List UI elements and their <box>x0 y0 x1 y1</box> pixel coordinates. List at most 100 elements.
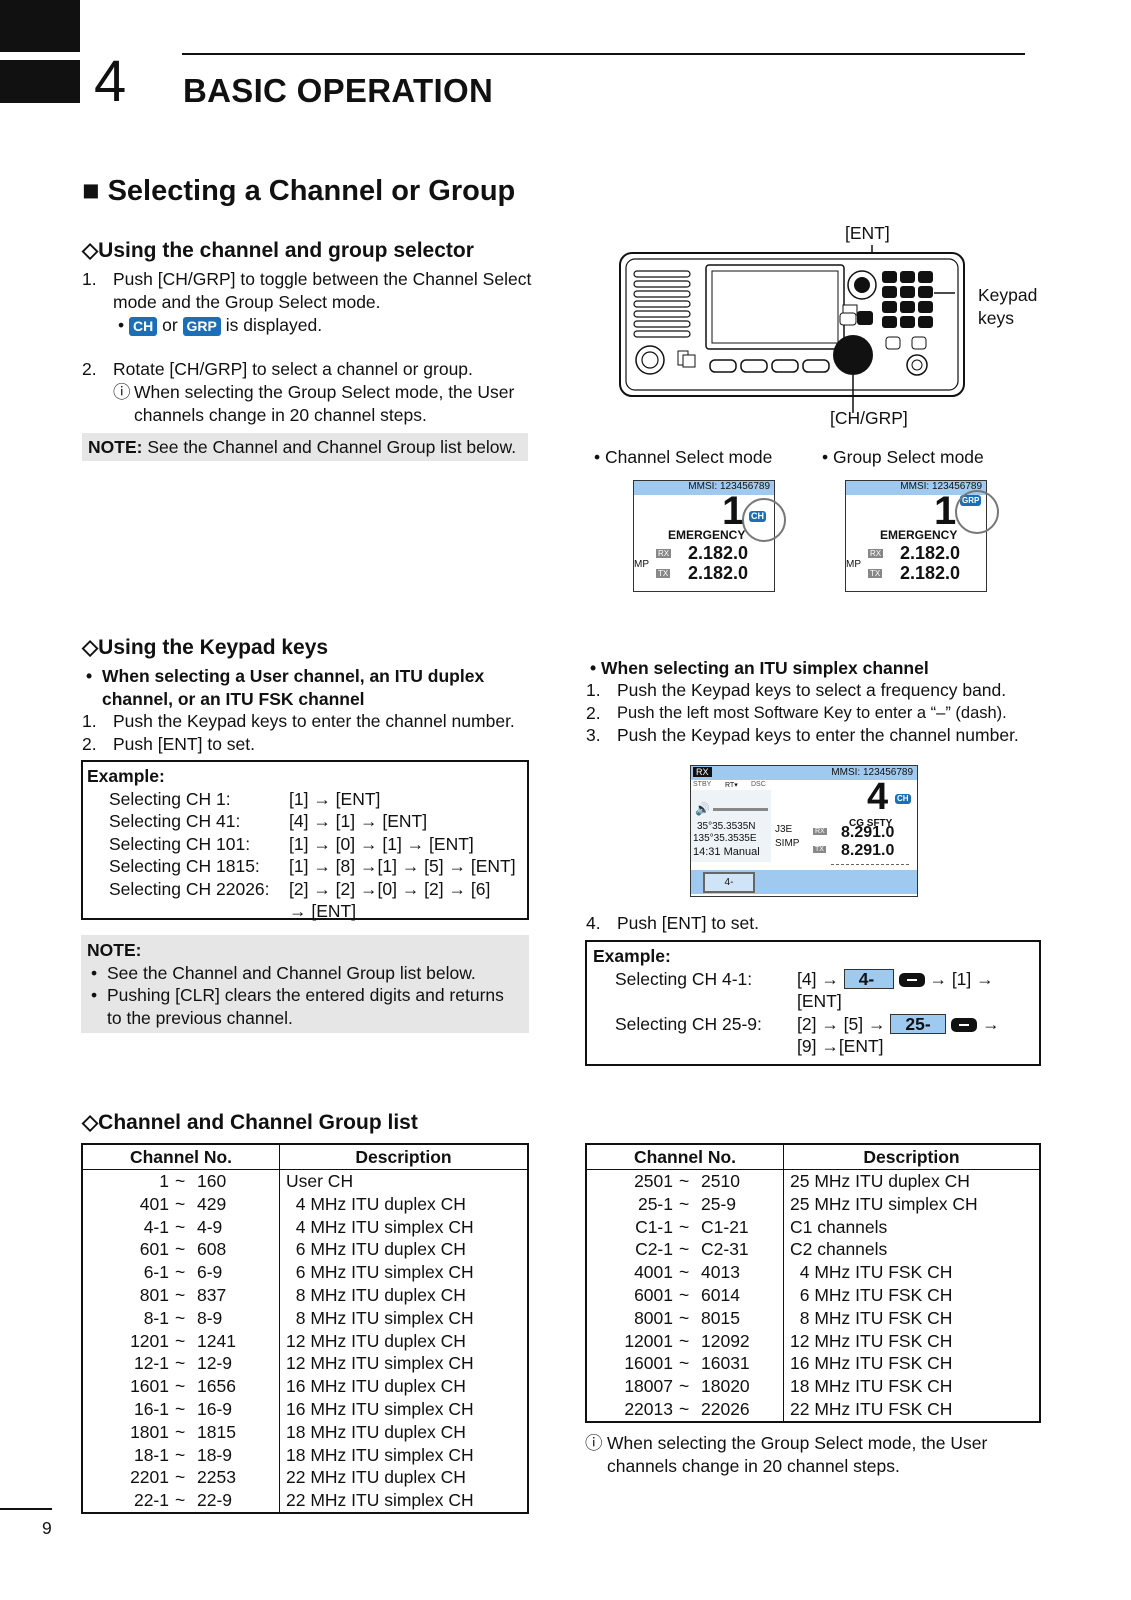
range-start: 401 <box>139 1193 169 1214</box>
range-end: 429 <box>197 1193 227 1214</box>
lcd-mode: MP <box>846 559 861 570</box>
range-tilde: ~ <box>679 1262 690 1283</box>
channel-description: 18 MHz ITU FSK CH <box>783 1375 1040 1398</box>
example-label-1: Selecting CH 1: <box>109 789 231 809</box>
channel-range: 2201~2253 <box>82 1466 280 1489</box>
channel-range: 18-1~18-9 <box>82 1444 280 1467</box>
range-end: C1-21 <box>701 1216 749 1237</box>
channel-range: 12-1~12-9 <box>82 1352 280 1375</box>
keypad-step2-num: 2. <box>82 734 97 754</box>
selector-heading: ◇Using the channel and group selector <box>82 239 474 262</box>
lcd-rx-icon: RX <box>813 828 827 835</box>
simplex-ex1-keys-cont: [ENT] <box>797 991 842 1011</box>
table-row: 8-1~8-9 8 MHz ITU simplex CH <box>82 1306 528 1330</box>
ch-badge-icon: CH <box>895 794 911 804</box>
channel-range: 4-1~4-9 <box>82 1216 280 1239</box>
range-end: 18020 <box>701 1376 750 1397</box>
example-label-4: Selecting CH 1815: <box>109 856 260 876</box>
lcd-left-panel <box>691 790 771 862</box>
channel-range: 1601~1656 <box>82 1375 280 1398</box>
range-tilde: ~ <box>175 1330 186 1351</box>
example-keys-4: [1] → [8] →[1] → [5] → [ENT] <box>289 856 516 876</box>
list-info: When selecting the Group Select mode, th… <box>607 1433 988 1476</box>
keypad-heading: ◇Using the Keypad keys <box>82 636 329 659</box>
chapter-tab-top <box>0 0 80 52</box>
range-start: 6-1 <box>143 1262 169 1283</box>
range-start: 22-1 <box>133 1490 169 1511</box>
range-start: 2501 <box>634 1171 673 1191</box>
range-end: 1241 <box>197 1330 236 1351</box>
section-title: ■ Selecting a Channel or Group <box>82 175 516 207</box>
range-tilde: ~ <box>679 1330 690 1351</box>
info-icon: ⓘ <box>585 1433 603 1453</box>
selector-step2-info: When selecting the Group Select mode, th… <box>134 382 515 425</box>
lcd-channel-name: CG SFTY <box>849 818 893 829</box>
keypad-note: NOTE: •See the Channel and Channel Group… <box>81 935 529 1033</box>
channel-description: 6 MHz ITU FSK CH <box>783 1283 1040 1307</box>
channel-description: User CH <box>279 1169 528 1193</box>
lcd-mode: MP <box>634 559 649 570</box>
range-start: 18007 <box>624 1376 673 1397</box>
range-tilde: ~ <box>175 1284 186 1305</box>
range-end: 16031 <box>701 1353 750 1374</box>
diamond-icon: ◇ <box>82 636 99 659</box>
channel-range: 12001~12092 <box>586 1330 784 1353</box>
channel-range: 2501~2510 <box>586 1170 784 1193</box>
lcd-softkey-rt: RT▾ <box>725 782 738 789</box>
range-tilde: ~ <box>679 1353 690 1374</box>
channel-description: 4 MHz ITU simplex CH <box>279 1215 528 1239</box>
simplex-step2: Push the left most Software Key to enter… <box>617 704 1007 722</box>
range-start: 12001 <box>624 1330 673 1351</box>
col-channel-no: Channel No. <box>586 1144 784 1170</box>
range-start: 1801 <box>130 1421 169 1442</box>
range-start: 22013 <box>624 1398 673 1419</box>
range-start: 1 <box>139 1171 169 1191</box>
chgrp-label: [CH/GRP] <box>830 408 908 428</box>
range-start: 16-1 <box>133 1398 169 1419</box>
channel-range: 4001~4013 <box>586 1261 784 1284</box>
channel-description: 12 MHz ITU duplex CH <box>279 1329 528 1353</box>
range-end: 25-9 <box>701 1193 737 1214</box>
lcd-time: 14:31 Manual <box>693 846 760 858</box>
range-start: 601 <box>139 1239 169 1260</box>
lcd-softkey-stby: STBY <box>693 781 712 788</box>
channel-description: 16 MHz ITU duplex CH <box>279 1375 528 1398</box>
table-row: 801~837 8 MHz ITU duplex CH <box>82 1283 528 1307</box>
range-start: 801 <box>139 1284 169 1305</box>
range-tilde: ~ <box>679 1216 690 1237</box>
lcd-channel-number: 1 <box>934 489 957 533</box>
simplex-ex1-label: Selecting CH 4-1: <box>615 969 753 989</box>
channel-range: C2-1~C2-31 <box>586 1238 784 1261</box>
range-end: 18-9 <box>197 1444 233 1465</box>
channel-range: 1~160 <box>82 1170 280 1193</box>
channel-description: 22 MHz ITU duplex CH <box>279 1466 528 1490</box>
example-label-5: Selecting CH 22026: <box>109 879 270 899</box>
channel-range: 8001~8015 <box>586 1307 784 1330</box>
table-row: 601~608 6 MHz ITU duplex CH <box>82 1238 528 1262</box>
range-tilde: ~ <box>175 1376 186 1397</box>
channel-description: C2 channels <box>783 1238 1040 1262</box>
range-start: 6001 <box>634 1284 673 1305</box>
table-row: 4-1~4-9 4 MHz ITU simplex CH <box>82 1215 528 1239</box>
range-tilde: ~ <box>679 1307 690 1328</box>
dash-key-icon <box>898 973 925 988</box>
range-tilde: ~ <box>679 1193 690 1214</box>
simplex-step4-num: 4. <box>586 913 601 933</box>
ch-badge-icon: CH <box>129 316 158 336</box>
grp-badge-icon: GRP <box>182 316 221 336</box>
channel-description: 16 MHz ITU simplex CH <box>279 1397 528 1421</box>
entry-box: 25- <box>890 1014 947 1034</box>
footer-rule <box>0 1508 52 1510</box>
info-icon: ⓘ <box>113 382 131 402</box>
lcd-rx-indicator: RX <box>693 767 712 777</box>
lcd-status-bar <box>691 766 917 780</box>
table-row: 4001~4013 4 MHz ITU FSK CH <box>586 1261 1040 1284</box>
range-end: 6014 <box>701 1284 740 1305</box>
